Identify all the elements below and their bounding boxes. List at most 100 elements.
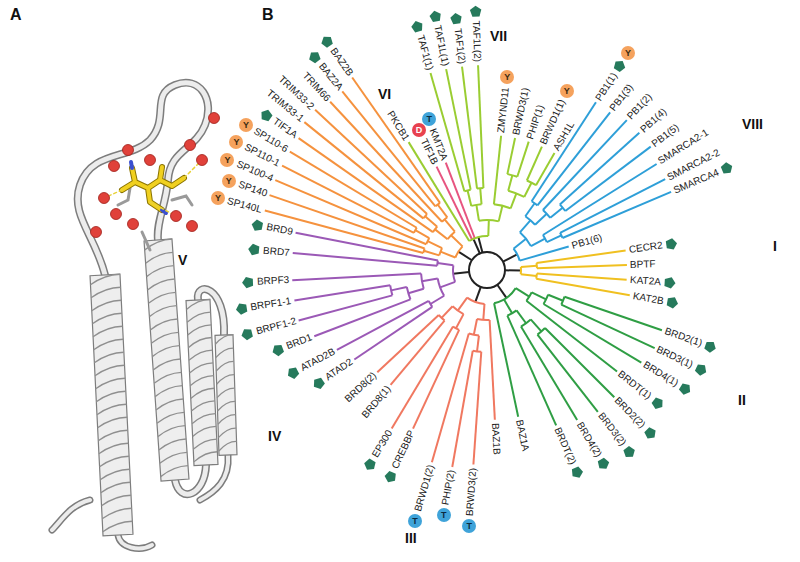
tree-branch: [407, 287, 411, 299]
helix-turn: [92, 300, 122, 310]
helix-turn: [96, 378, 126, 388]
tree-branch: [525, 216, 535, 225]
tree-branch: [270, 195, 425, 248]
alpha-helix: [144, 239, 189, 481]
tree-branch: [445, 219, 455, 231]
protein-label: BAZ1B: [489, 422, 503, 454]
tree-branch: [440, 252, 455, 258]
marker-letter: Y: [564, 86, 570, 96]
helix-turn: [216, 361, 234, 371]
pentagon-symbol: [704, 342, 715, 353]
helix-turn: [97, 404, 127, 414]
pentagon-symbol: [430, 11, 441, 22]
tree-branch: [453, 265, 455, 282]
marker-letter: T: [466, 521, 472, 531]
side-chain: [172, 196, 192, 205]
marker-circle: Y: [222, 174, 236, 188]
protein-label: BRD2(1): [663, 326, 704, 350]
helix-turn: [186, 299, 210, 309]
loop-outline: [118, 535, 152, 548]
water-sphere: [197, 155, 208, 166]
protein-label: BRD1: [284, 332, 313, 353]
tree-branch: [469, 236, 488, 241]
helix-turn: [192, 414, 216, 424]
helix-turn: [219, 441, 237, 451]
helix-turn: [160, 452, 187, 463]
pentagon-symbol: [470, 6, 481, 17]
tree-branch: [453, 306, 464, 314]
tree-branch: [520, 247, 569, 261]
tree-branch: [560, 233, 562, 238]
tree-branch: [547, 235, 562, 242]
tree-branch: [458, 298, 467, 311]
marker-letter: Y: [215, 193, 221, 203]
helix-turn: [147, 266, 174, 277]
protein-label: BRWD1(2): [412, 463, 437, 513]
helix-turn: [100, 469, 130, 479]
tree-branch: [480, 188, 481, 204]
helix-turn: [93, 326, 123, 336]
tree-branch: [503, 254, 517, 261]
clade-numeral: III: [405, 530, 417, 546]
helix-body: [186, 299, 218, 465]
tree-branch: [520, 267, 522, 274]
helix-turn: [98, 430, 128, 440]
protein-label: BRWD3(2): [464, 467, 479, 516]
protein-label: ZMYND11: [495, 86, 512, 133]
pentagon-symbol: [695, 365, 706, 376]
marker-letter: Y: [226, 176, 232, 186]
helix-turn: [190, 363, 214, 373]
helix-turn: [102, 495, 132, 505]
tree-branch: [521, 266, 537, 267]
helix-turn: [151, 332, 178, 343]
tree-branch: [490, 320, 495, 420]
helix-turn: [189, 350, 213, 360]
tree-branch: [561, 297, 564, 305]
helix-turn: [95, 365, 125, 375]
tree-branch: [474, 319, 477, 335]
clade-numeral: I: [773, 238, 777, 254]
helix-turn: [153, 359, 180, 370]
clade-numeral: V: [178, 252, 187, 268]
protein-label: TAF1(1): [414, 34, 435, 72]
protein-label: BRPF1-1: [250, 295, 292, 313]
tree-branch: [438, 205, 448, 218]
pentagon-symbol: [273, 345, 284, 356]
alpha-helix: [186, 299, 218, 465]
tree-branch: [543, 164, 657, 235]
tree-branch: [446, 69, 471, 190]
loop-outline: [78, 83, 208, 275]
pentagon-symbol: [652, 398, 663, 409]
loop-tube: [52, 500, 90, 530]
helix-turn: [157, 412, 184, 423]
tree-branch: [532, 201, 538, 205]
tree-branch: [511, 193, 517, 208]
helix-turn: [148, 279, 175, 290]
marker-circle: Y: [621, 46, 635, 60]
protein-label: KAT2B: [632, 290, 665, 307]
helix-turn: [148, 292, 175, 303]
protein-label: TAF1L(1): [431, 24, 451, 67]
helix-turn: [90, 274, 120, 284]
protein-label: PB1(6): [570, 231, 603, 251]
tree-branch: [475, 287, 480, 302]
tree-branch: [477, 336, 479, 352]
tree-branch: [526, 292, 531, 300]
tree-branch: [505, 269, 521, 271]
pentagon-symbol: [623, 446, 634, 457]
tree-branch: [314, 299, 410, 336]
tree-branch: [543, 210, 550, 218]
water-sphere: [91, 227, 102, 238]
tree-branch: [517, 310, 526, 323]
helix-turn: [188, 337, 212, 347]
pentagon-symbol: [644, 427, 655, 438]
marker-circle: Y: [500, 70, 514, 84]
tree-branch: [543, 235, 547, 242]
hydrogen-bond: [104, 160, 202, 216]
pentagon-symbol: [288, 368, 299, 379]
pentagon-symbol: [309, 52, 320, 63]
protein-label: BPTF: [630, 258, 656, 271]
marker-circle: T: [408, 514, 422, 528]
